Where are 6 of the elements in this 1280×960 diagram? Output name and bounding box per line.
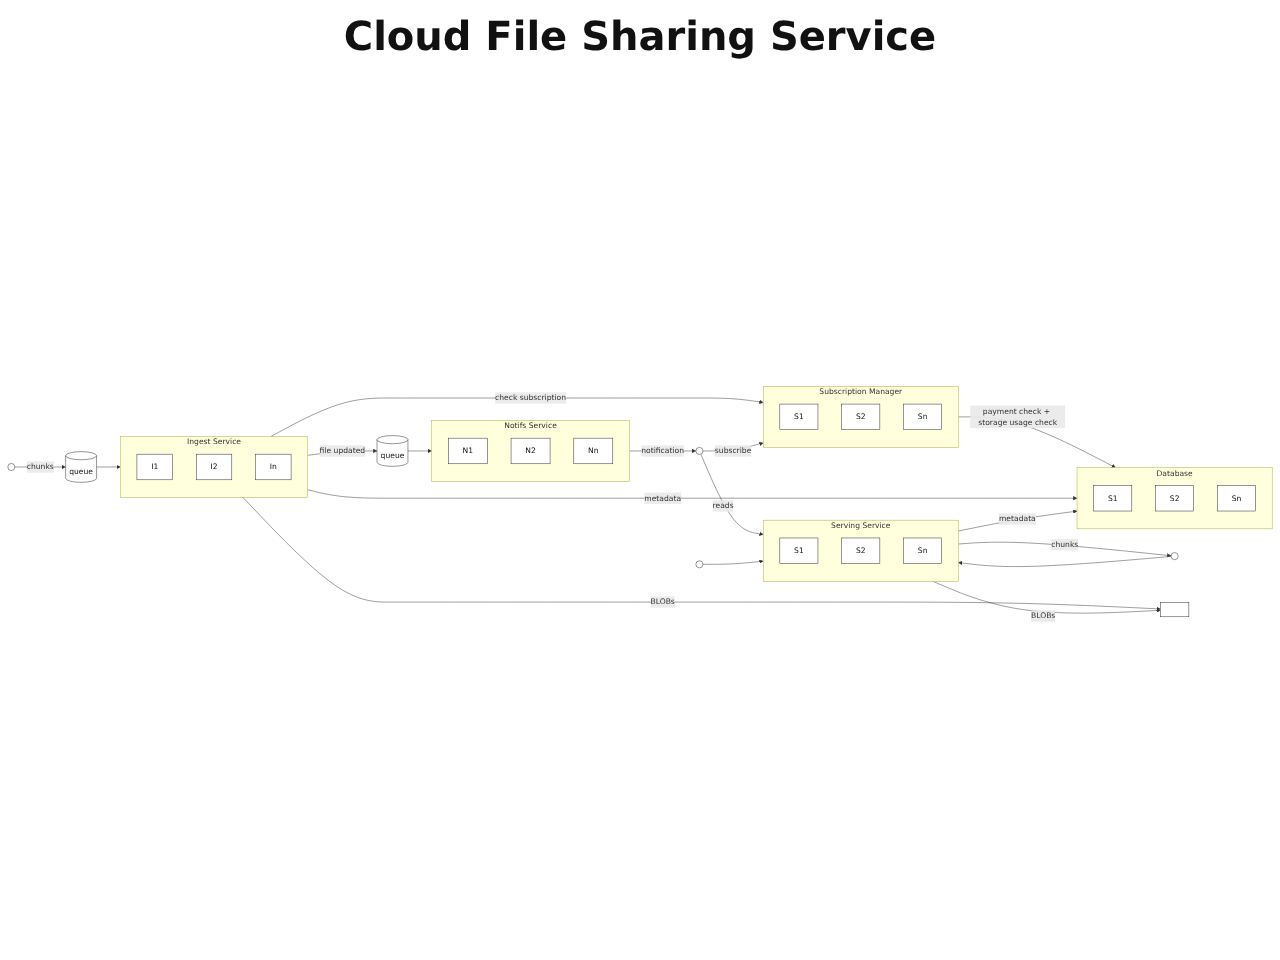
diagram-title: Cloud File Sharing Service — [341, 12, 939, 60]
node-circle — [1170, 552, 1179, 560]
node-circle — [7, 463, 16, 471]
node-box — [1160, 602, 1190, 618]
node-circle — [695, 560, 704, 569]
node-circle — [695, 447, 704, 455]
